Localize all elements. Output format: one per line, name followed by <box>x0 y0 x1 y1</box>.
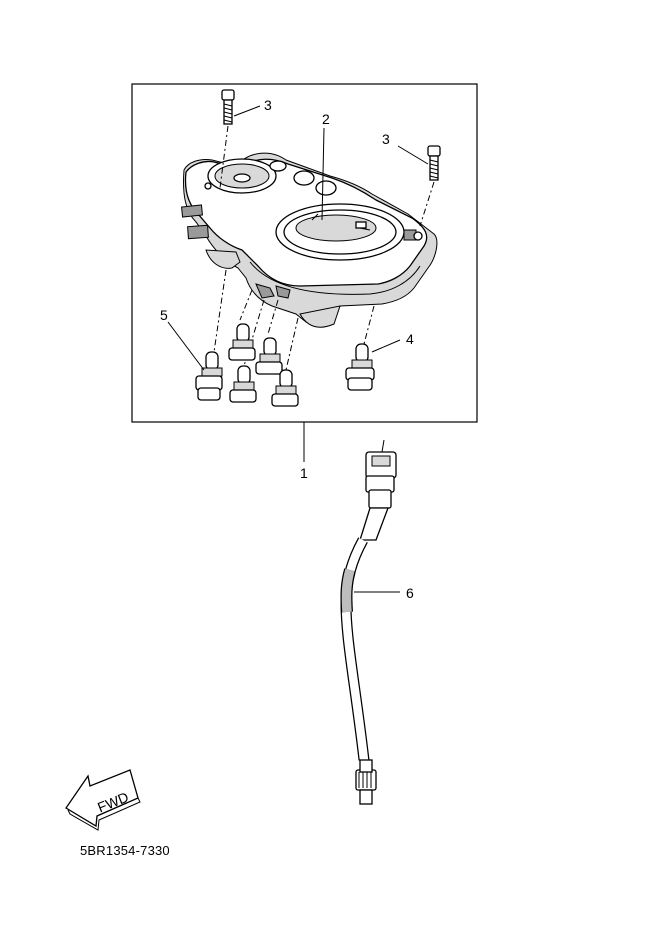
callout-2: 2 <box>322 111 330 127</box>
bulb-socket <box>255 337 283 375</box>
callout-4: 4 <box>406 331 414 347</box>
callout-3-right: 3 <box>382 131 390 147</box>
bulb-socket-group <box>195 323 375 407</box>
callout-3-left: 3 <box>264 97 272 113</box>
callout-5: 5 <box>160 307 168 323</box>
speedometer-cable <box>340 439 397 805</box>
bulb-socket-4 <box>345 343 375 391</box>
reference-code: 5BR1354-7330 <box>80 843 170 858</box>
bulb-socket <box>229 365 257 403</box>
screw-right <box>427 145 441 181</box>
meter-assembly <box>180 152 438 328</box>
bulb-socket <box>228 323 256 361</box>
fwd-arrow-icon: FWD <box>65 769 141 831</box>
callout-6: 6 <box>406 585 414 601</box>
screw-left <box>221 89 235 125</box>
bulb-socket <box>195 351 223 401</box>
callout-1: 1 <box>300 465 308 481</box>
bulb-socket <box>271 369 299 407</box>
